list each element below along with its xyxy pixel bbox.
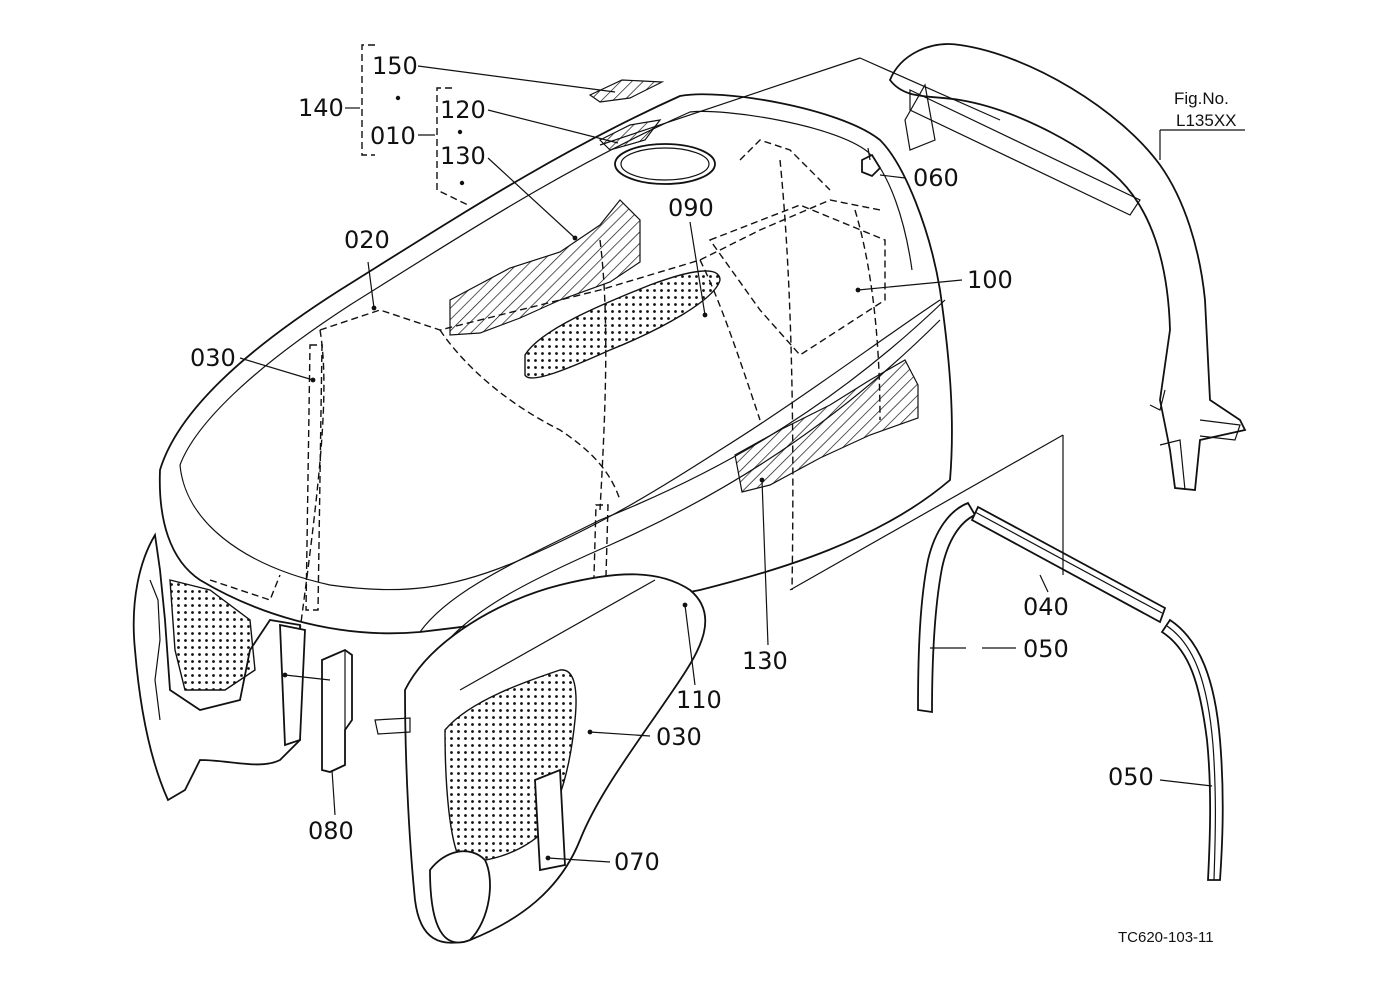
left-side-panel (132, 532, 306, 802)
leader-lines (239, 57, 1245, 863)
callout-100: 100 (967, 266, 1013, 294)
drawing-code: TC620-103-11 (1118, 929, 1214, 946)
callout-150: 150 (372, 52, 418, 80)
callout-130-top: 130 (440, 142, 486, 170)
callout-040: 040 (1023, 593, 1069, 621)
callout-090: 090 (668, 194, 714, 222)
callout-130-mid: 130 (742, 647, 788, 675)
group-bracket-010 (418, 87, 469, 206)
callout-140: 140 (298, 94, 344, 122)
callout-030-right: 030 (656, 723, 702, 751)
callout-050-mid: 050 (1023, 635, 1069, 663)
callout-120: 120 (440, 96, 486, 124)
fig-no-label: Fig.No. (1174, 89, 1229, 108)
bonnet-assembly (158, 79, 953, 791)
fig-no-value: L135XX (1176, 111, 1237, 130)
group-bracket-140 (345, 44, 401, 156)
callout-030-left: 030 (190, 344, 236, 372)
callout-060: 060 (913, 164, 959, 192)
callout-080: 080 (308, 817, 354, 845)
front-side-panel (374, 573, 707, 944)
rear-frame (861, 43, 1247, 491)
weather-strips (917, 501, 1224, 881)
foam-block-080 (321, 648, 353, 773)
callout-110: 110 (676, 686, 722, 714)
callout-050-right: 050 (1108, 763, 1154, 791)
callout-010: 010 (370, 122, 416, 150)
callout-070: 070 (614, 848, 660, 876)
callout-020: 020 (344, 226, 390, 254)
